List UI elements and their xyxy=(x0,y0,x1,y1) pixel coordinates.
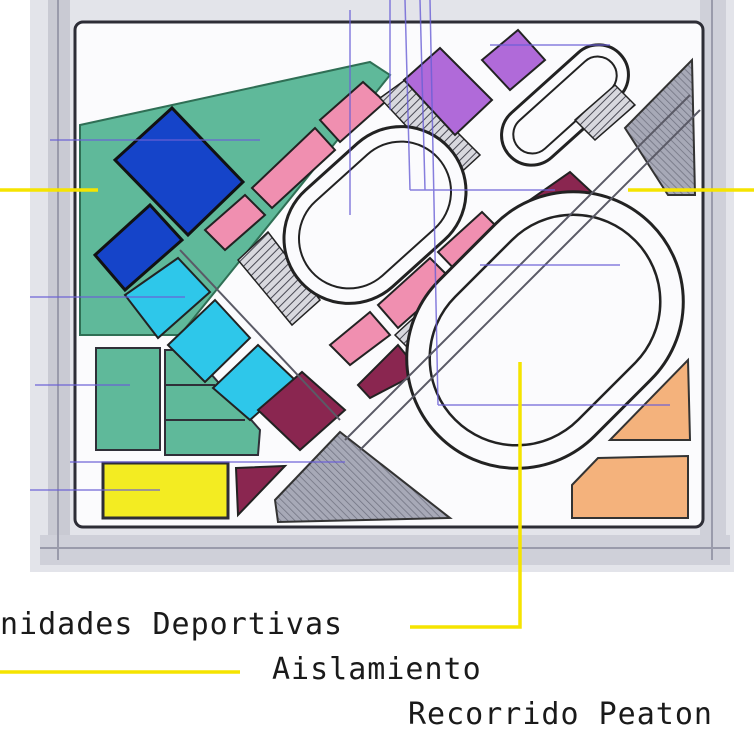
leader-line-sports-units xyxy=(410,362,522,629)
internal-paths xyxy=(179,94,701,451)
pink-blocks-west xyxy=(203,80,387,252)
annotation-lines xyxy=(30,0,670,491)
pink-blocks-east xyxy=(328,210,507,367)
label-isolation: Aislamiento xyxy=(272,652,482,687)
gray-area-south xyxy=(273,430,453,524)
leader-lines xyxy=(0,188,754,674)
orange-areas xyxy=(571,357,692,519)
hatched-strip-track-north xyxy=(573,83,637,142)
small-track xyxy=(282,125,468,305)
green-area-south xyxy=(95,347,262,456)
cyan-courts xyxy=(123,256,297,422)
label-pedestrian-route: Recorrido Peaton xyxy=(408,697,713,732)
maroon-block-west xyxy=(256,370,347,452)
gray-area-northeast xyxy=(623,57,697,196)
hatched-strip-west xyxy=(236,230,322,327)
main-athletics-track xyxy=(405,190,685,470)
label-sports-units: nidades Deportivas xyxy=(0,607,344,642)
maroon-triangle-south xyxy=(234,464,288,518)
oval-track-north xyxy=(500,43,630,167)
